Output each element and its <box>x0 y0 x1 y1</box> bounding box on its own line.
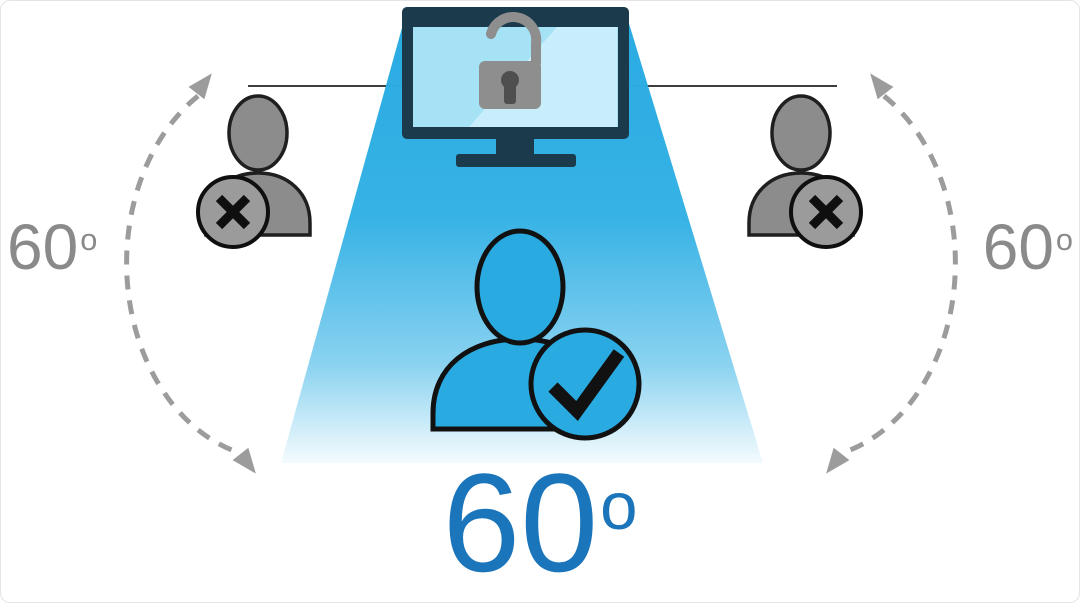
blocked-viewer-right-icon <box>747 94 863 249</box>
left-arc-arrow-icon <box>124 73 256 474</box>
left-viewer-head <box>227 94 289 172</box>
padlock-keyhole-slot <box>504 84 516 104</box>
bottom-angle-value: 60 <box>442 444 599 601</box>
right-angle-value: 60 <box>982 211 1054 283</box>
monitor-stand-base <box>456 154 576 167</box>
allowed-viewer-icon <box>430 228 642 441</box>
right-arc-arrowhead-bottom <box>826 447 850 474</box>
right-arc-arrow-icon <box>826 73 958 474</box>
right-arc <box>841 94 958 456</box>
center-viewer-head <box>474 228 566 346</box>
padlock-shackle <box>486 12 542 68</box>
check-badge <box>528 327 642 441</box>
right-angle-label: 60o <box>983 215 1073 279</box>
left-x-icon <box>215 194 251 230</box>
bottom-angle-label: 60o <box>442 453 637 593</box>
left-arc <box>124 94 241 456</box>
right-arc-arrowhead-top <box>870 73 894 100</box>
monitor-stand-neck <box>496 137 534 157</box>
left-angle-degree: o <box>80 221 98 257</box>
right-angle-degree: o <box>1055 221 1073 257</box>
left-arc-arrowhead-bottom <box>232 447 256 474</box>
check-icon <box>548 349 625 421</box>
right-x-icon <box>808 194 844 230</box>
bottom-angle-degree: o <box>600 469 638 545</box>
monitor-icon <box>402 7 629 167</box>
right-viewer-head <box>770 94 832 172</box>
left-angle-value: 60 <box>7 211 79 283</box>
left-arc-arrowhead-top <box>188 73 212 100</box>
unlocked-padlock-icon <box>479 12 542 109</box>
left-angle-label: 60o <box>7 215 97 279</box>
blocked-viewer-left-icon <box>196 94 312 249</box>
